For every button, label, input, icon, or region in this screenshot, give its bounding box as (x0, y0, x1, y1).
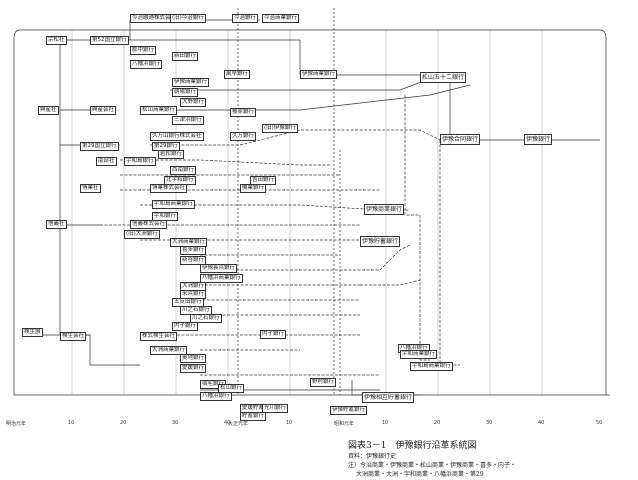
node-iyo-shogyo2: 伊豫商業銀行 (300, 70, 338, 79)
node-asahi: 朝陽銀行 (172, 88, 199, 97)
node-saiko: 西南銀行 (170, 166, 197, 175)
axis-tick: 20 (434, 420, 441, 426)
node-imabari-shogyo: 今治商業銀行 (262, 14, 300, 23)
node-i52: (旧)今治銀行 (170, 14, 206, 23)
node-imabari-ginko: 今治銀行 (232, 14, 259, 23)
node-iwamatsu: 岩松銀行 (158, 150, 185, 159)
node-ozu-shogin: 大洲商業銀行 (150, 346, 188, 355)
figure-note-1: 注）今治商業・伊豫商業・松山商業・伊豫商業・喜多・内子・ (348, 462, 517, 469)
node-iyo-shogyo: 伊豫商業銀行 (172, 78, 210, 87)
node-old-iyo: (旧)伊豫銀行 (262, 124, 298, 133)
node-haku: 博業株式会社 (150, 184, 188, 193)
node-yawatahama: 八幡浜銀行 (130, 60, 162, 69)
node-matsuyama-shogyo: 松山商業銀行 (140, 106, 178, 115)
node-uwa-shogin: 宇和商業銀行 (400, 350, 438, 359)
node-ehime: 愛媛銀行 (180, 364, 207, 373)
node-29: 第29国立銀行 (80, 142, 119, 151)
node-sakura: 櫻原銀行 (230, 108, 257, 117)
axis-tick: 30 (486, 420, 493, 426)
node-iyo-bank: 伊豫銀行 (524, 134, 553, 145)
axis-tick: 20 (120, 420, 127, 426)
node-matsuyama52: 松山五十二銀行 (420, 72, 467, 83)
axis-left-label: 明治元年 (6, 421, 27, 427)
figure-note-2: 大洲商業・大洲・宇和商業・八幡浜商業・第29 (356, 471, 484, 478)
node-kita: 喜多銀行 (180, 246, 207, 255)
diagram-frame-top (20, 29, 607, 395)
node-iyo-shogin: 伊豫商業銀行 (364, 204, 405, 215)
node-iyo-chosho: 伊豫長浜銀行 (200, 264, 238, 273)
node-kensei: 検生讃 (22, 328, 43, 337)
node-uwa: 宇和島銀行 (124, 157, 156, 166)
axis-tick: 10 (68, 420, 75, 426)
node-mitsu: 三津浜銀行 (172, 116, 204, 125)
node-uwaji: 宇和島商業銀行 (152, 200, 195, 209)
axis-tick: 30 (172, 420, 179, 426)
node-soushinsha: 宗松社 (46, 36, 67, 45)
node-nanbu: 南部社 (96, 157, 117, 166)
diagram-frame (13, 29, 610, 396)
figure-source: 資料：伊豫銀行史 (348, 453, 397, 460)
node-sino2: 信義株式会社 (130, 220, 168, 229)
figure-title: 図表3－1 伊豫銀行沿革系統図 (348, 441, 477, 451)
node-uchiko: 内子銀行 (172, 322, 199, 331)
node-kuma: 久万山銀行株式会社 (150, 132, 204, 141)
node-iyo-chobank: 伊豫貯蓄銀行 (330, 406, 368, 415)
node-kazaya: 風早銀行 (224, 70, 251, 79)
axis-tick: 10 (286, 420, 293, 426)
node-iyo-godo: 伊豫合同銀行 (440, 134, 481, 145)
node-kensei2: 検生会社 (60, 332, 87, 341)
node-hikari: 光川銀行 (262, 404, 289, 413)
axis-tick: 40 (538, 420, 545, 426)
node-oku: 奥地銀行 (180, 354, 207, 363)
node-haku2: 博業社 (80, 184, 101, 193)
axis-mid-label: 大正元年 (228, 421, 249, 427)
axis-tick: 10 (382, 420, 389, 426)
node-gunchu: 郡中銀行 (130, 46, 157, 55)
node-yawata: 八幡浜銀行 (200, 392, 232, 401)
node-52: 第52国立銀行 (90, 36, 129, 45)
node-yawata-kai: 八幡浜商業銀行 (200, 274, 243, 283)
node-kiryu: 興産社 (38, 106, 59, 115)
node-kensei3: 株式検生会社 (140, 332, 178, 341)
node-old-ozu: (旧)大洲銀行 (124, 230, 160, 239)
node-ozu: 大野銀行 (180, 98, 207, 107)
node-niiya: 新谷銀行 (180, 256, 207, 265)
node-iyo-cho: 伊豫貯蓄銀行 (360, 236, 401, 247)
node-ehime-n: 野村銀行 (310, 378, 337, 387)
axis-tick: 40 (224, 420, 231, 426)
node-iyo-kyoryo: 伊豫相互貯蓄銀行 (362, 392, 415, 403)
node-kumabank: 久万銀行 (230, 132, 257, 141)
node-sino: 信義社 (46, 220, 67, 229)
node-yoshida: 吉田銀行 (250, 176, 277, 185)
axis-right-label: 昭和元年 (334, 421, 355, 427)
node-uwa-shogin2: 宇和島商業銀行 (410, 362, 453, 371)
node-shinden: 新田銀行 (172, 52, 199, 61)
node-uchiko2: 内子銀行 (260, 330, 287, 339)
node-ehime-c2: 貯蓄銀行 (240, 412, 267, 421)
node-kino: 機業銀行 (240, 184, 267, 193)
node-kosan: 興産会社 (90, 106, 117, 115)
node-kawa2: 川之石銀行 (190, 314, 222, 323)
axis-tick: 50 (596, 420, 603, 426)
